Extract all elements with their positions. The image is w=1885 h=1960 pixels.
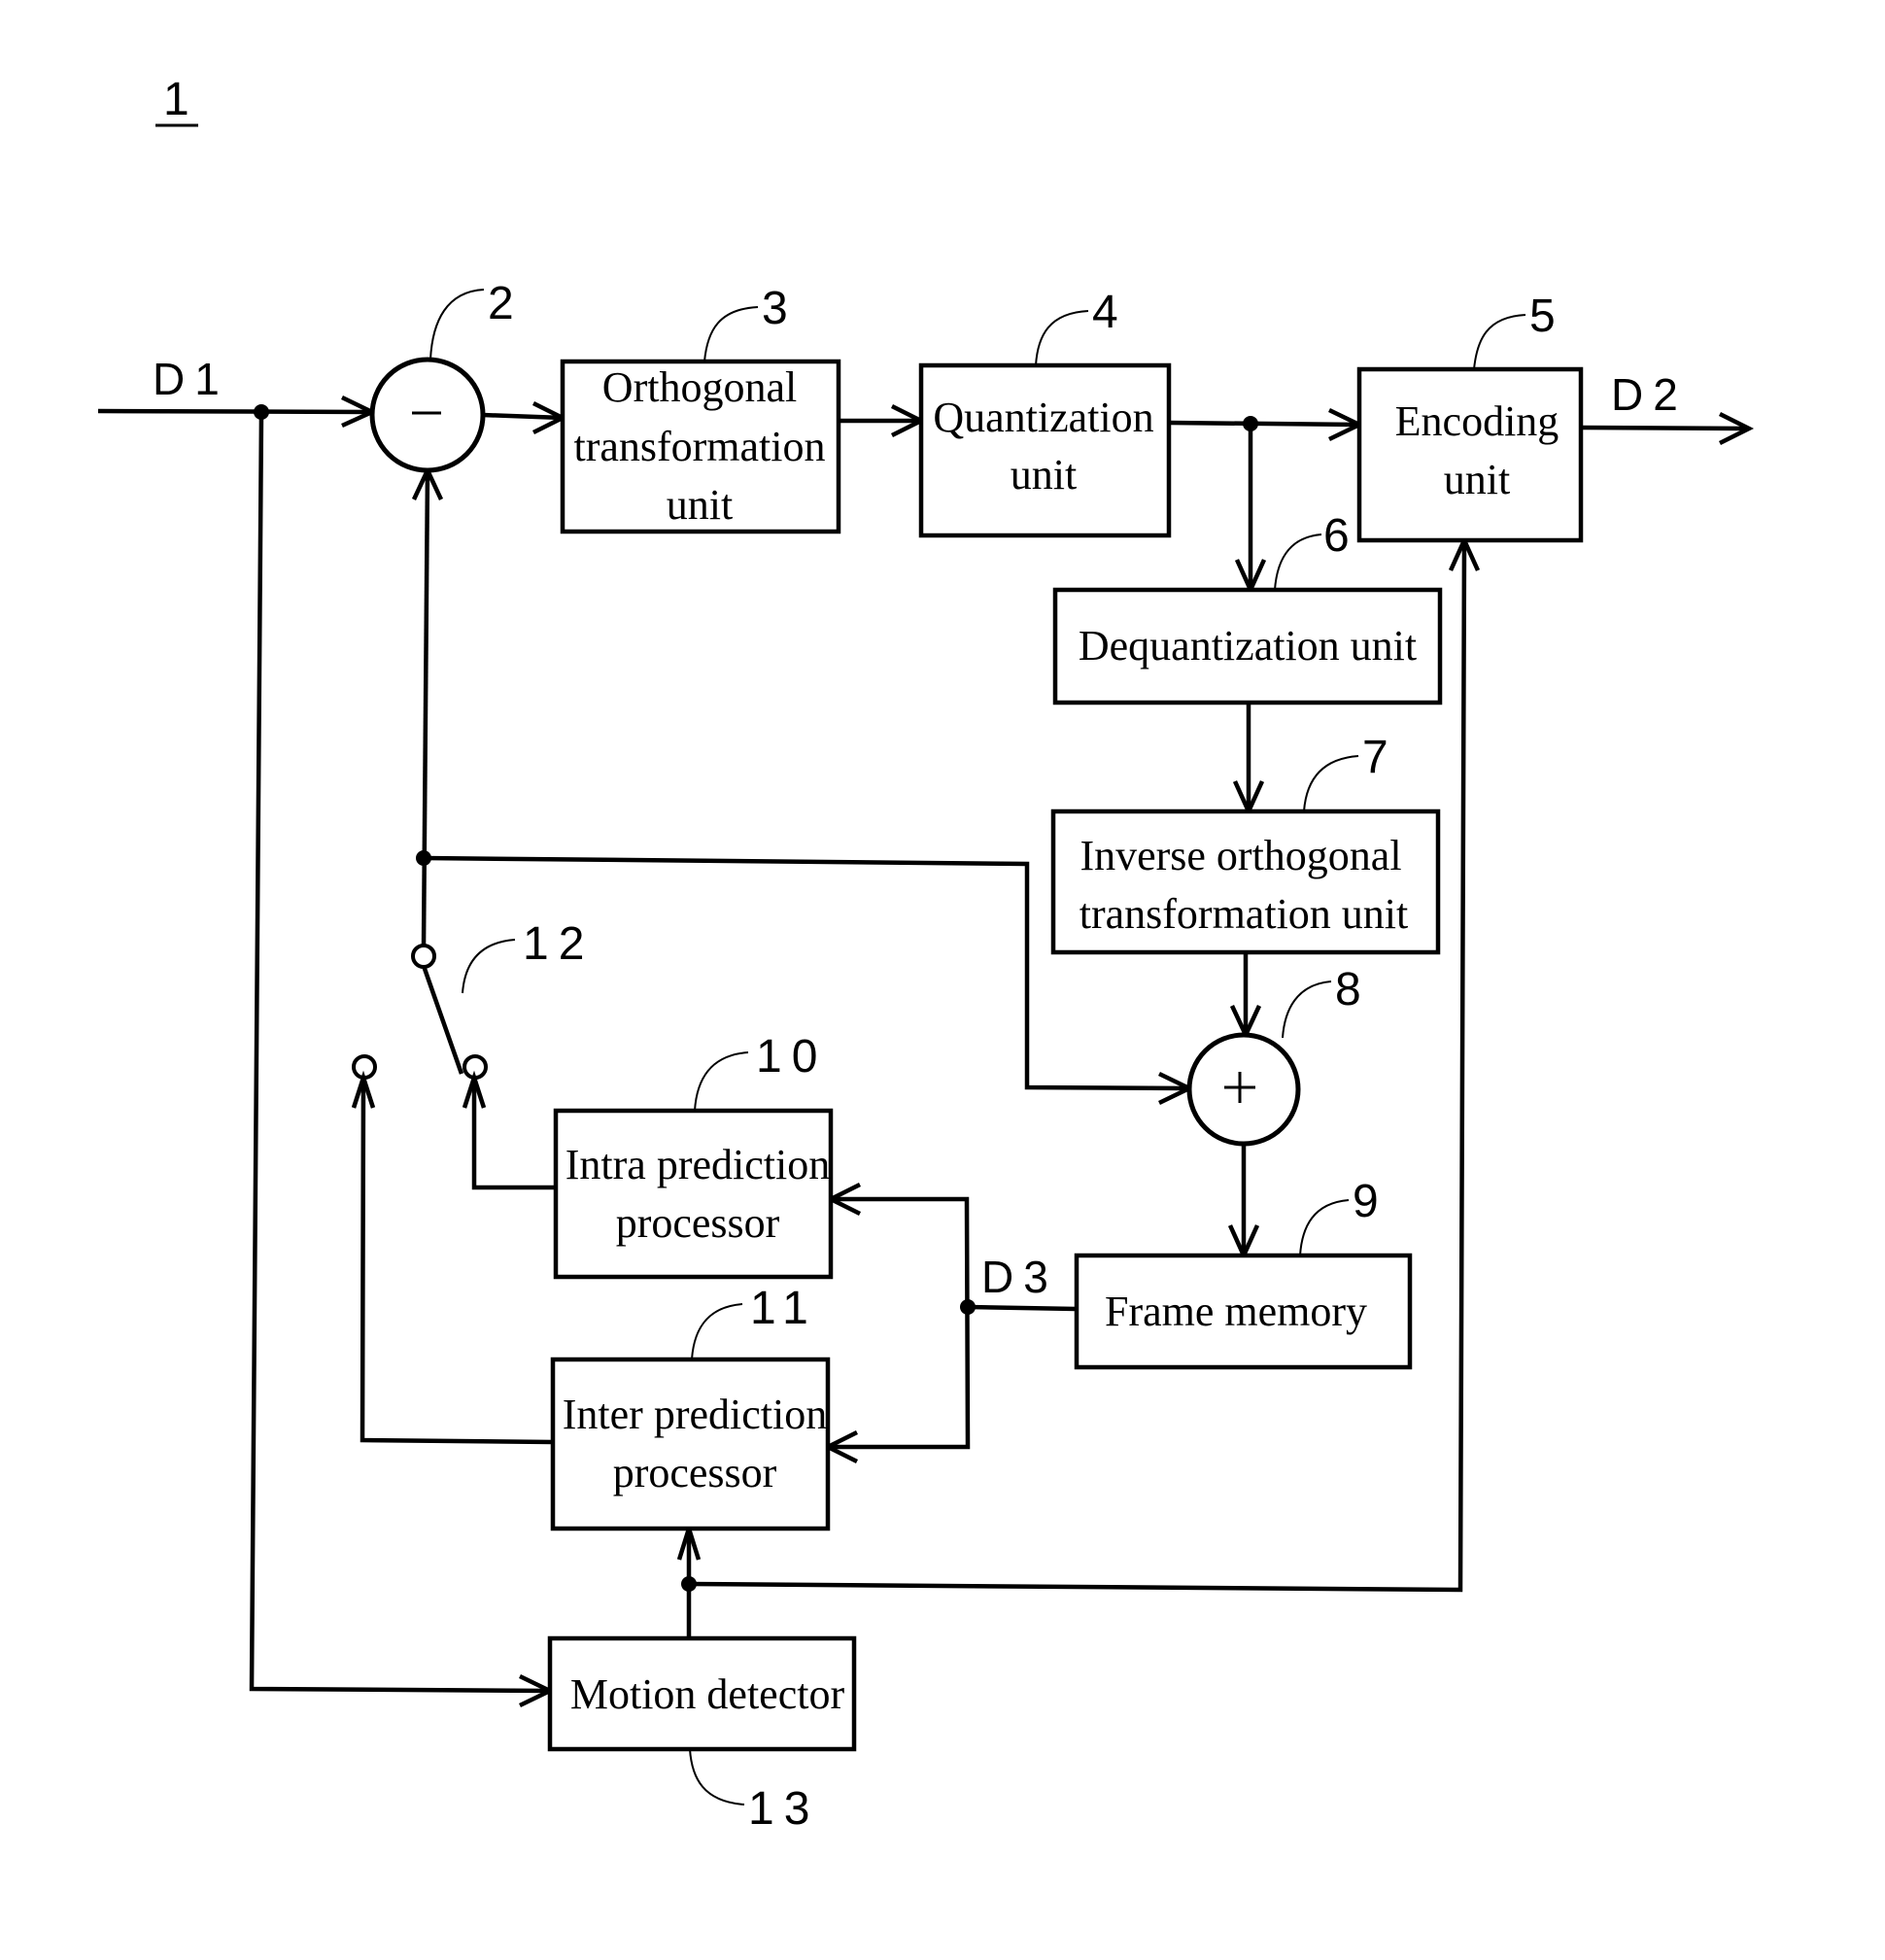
leader-8 — [1283, 981, 1331, 1038]
ref-numeral: 8 — [1335, 964, 1371, 1015]
wire-d2-output — [1581, 428, 1749, 429]
ref-numeral: 2 — [488, 278, 524, 329]
block-label-line: Intra prediction — [566, 1141, 830, 1188]
leader-2 — [430, 290, 484, 360]
wire-intra-to-switch — [474, 1078, 556, 1187]
block-label-line: transformation — [573, 423, 825, 470]
intra-prediction-processor: Intra prediction processor — [556, 1111, 831, 1277]
leader-10 — [695, 1052, 748, 1111]
ref-numeral: 9 — [1353, 1176, 1388, 1227]
ref-numeral: 7 — [1362, 732, 1398, 783]
encoding-unit: Encoding unit — [1359, 369, 1581, 540]
figure-label: 1 — [163, 74, 199, 125]
inter-prediction-processor: Inter prediction processor — [553, 1359, 828, 1529]
leader-6 — [1275, 534, 1321, 590]
block-label-line: Orthogonal — [602, 363, 797, 411]
leader-7 — [1304, 756, 1358, 811]
block-label-line: transformation unit — [1080, 890, 1409, 938]
signal-label-d1: D1 — [153, 354, 229, 404]
junction-d3 — [960, 1299, 976, 1315]
wire-d1-to-motion-detector — [252, 412, 550, 1691]
wire-quant-to-enc — [1169, 423, 1359, 425]
motion-detector: Motion detector — [550, 1638, 854, 1749]
leader-12 — [463, 940, 515, 993]
frame-memory: Frame memory — [1077, 1255, 1410, 1367]
leader-11 — [692, 1304, 742, 1359]
ref-numeral: 13 — [748, 1783, 819, 1835]
ref-numeral: 10 — [756, 1031, 827, 1083]
leader-3 — [704, 307, 758, 361]
ref-numeral: 11 — [750, 1283, 818, 1334]
signal-label-d3: D3 — [981, 1252, 1058, 1302]
switch-lever — [424, 966, 462, 1074]
adder — [1189, 1035, 1298, 1144]
leader-5 — [1474, 315, 1525, 369]
block-label-line: unit — [1011, 451, 1077, 499]
subtractor — [372, 360, 483, 470]
wire-inter-to-switch — [362, 1078, 553, 1442]
orthogonal-transformation-unit: Orthogonal transformation unit — [563, 361, 839, 532]
leader-13 — [690, 1749, 744, 1805]
block-label-line: Frame memory — [1105, 1288, 1367, 1335]
inverse-orthogonal-transformation-unit: Inverse orthogonal transformation unit — [1053, 811, 1438, 952]
block-label-line: Inverse orthogonal — [1080, 832, 1401, 879]
block-label-line: unit — [667, 481, 733, 529]
switch-common-terminal — [413, 946, 434, 967]
block-label-line: Encoding — [1395, 397, 1559, 445]
wire-d1-input — [98, 411, 372, 412]
dequantization-unit: Dequantization unit — [1055, 590, 1440, 703]
block-label-line: Motion detector — [570, 1670, 845, 1718]
quantization-unit: Quantization unit — [921, 365, 1169, 535]
wire-d3-to-predictors — [828, 1199, 968, 1447]
block-label-line: Inter prediction — [563, 1391, 827, 1438]
block-label-line: Quantization — [933, 394, 1153, 441]
ref-numeral: 6 — [1323, 510, 1359, 562]
leader-9 — [1300, 1200, 1349, 1255]
block-label-line: processor — [616, 1199, 780, 1247]
block-label-line: unit — [1444, 456, 1510, 503]
block-label-line: processor — [613, 1449, 777, 1496]
wire-d3-frame-memory — [968, 1307, 1077, 1309]
ref-numeral: 3 — [762, 283, 798, 334]
junction-prediction — [416, 850, 431, 866]
wire-sub-to-orth — [483, 415, 563, 418]
ref-numeral: 4 — [1092, 287, 1128, 338]
junction-motion — [681, 1576, 697, 1592]
wire-prediction-to-subtractor — [424, 470, 428, 947]
ref-numeral: 12 — [523, 918, 594, 970]
signal-label-d2: D2 — [1611, 369, 1688, 420]
block-label-line: Dequantization unit — [1079, 622, 1417, 670]
junction-d1 — [254, 404, 269, 420]
ref-numeral: 5 — [1529, 291, 1565, 342]
leader-4 — [1036, 311, 1088, 365]
